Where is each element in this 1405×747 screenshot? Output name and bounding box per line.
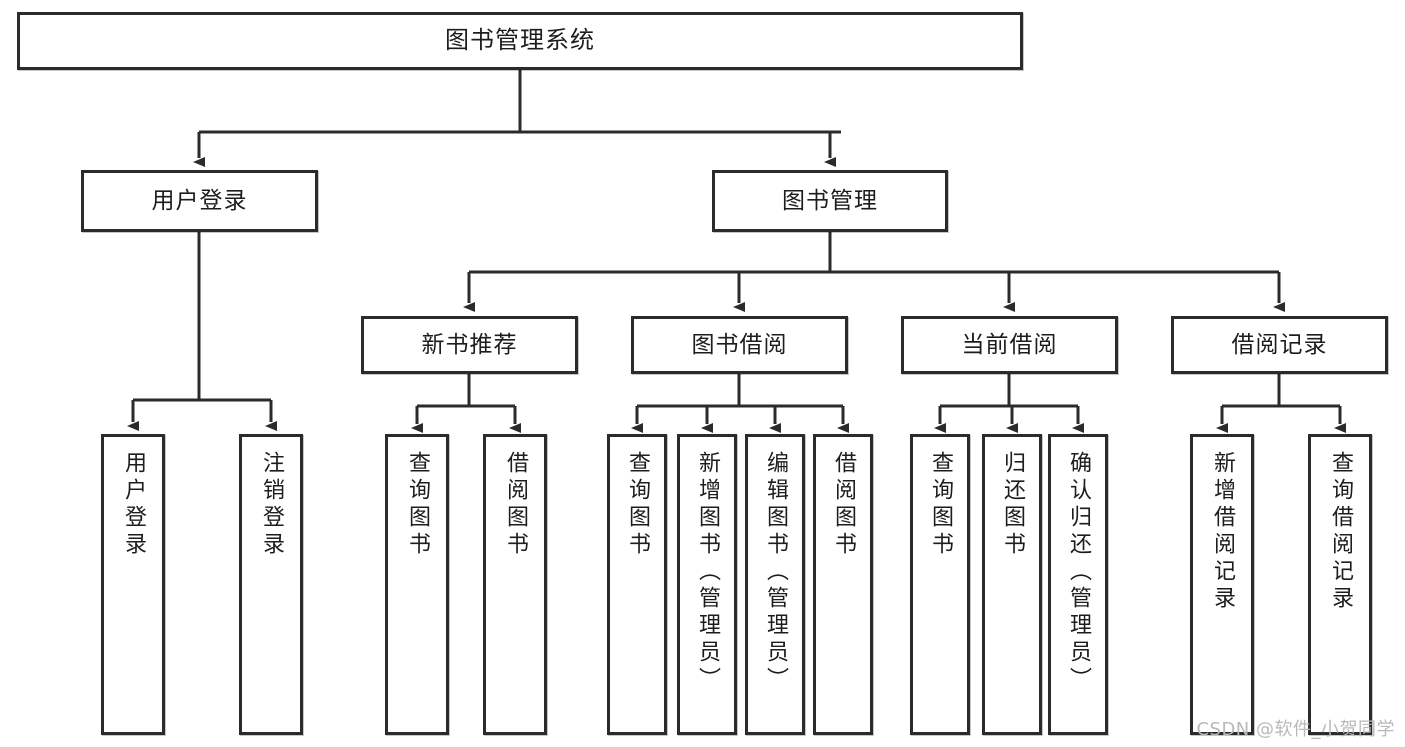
node-level3-new-book-recommend[interactable]: 新书推荐 bbox=[361, 316, 578, 374]
node-level3-borrow-record[interactable]: 借阅记录 bbox=[1171, 316, 1388, 374]
node-level2-user-login-label: 用户登录 bbox=[151, 187, 248, 214]
node-leaf-lend-book-label: 借阅图书 bbox=[831, 451, 856, 559]
node-root[interactable]: 图书管理系统 bbox=[17, 12, 1023, 70]
node-leaf-add-book-admin[interactable]: 新增图书（管理员） bbox=[677, 434, 737, 735]
node-leaf-borrow-book-newbook-label: 借阅图书 bbox=[503, 451, 528, 559]
node-level3-new-book-recommend-label: 新书推荐 bbox=[421, 331, 518, 358]
node-leaf-return-book[interactable]: 归还图书 bbox=[982, 434, 1042, 735]
node-leaf-query-borrow-record-label: 查询借阅记录 bbox=[1328, 451, 1353, 613]
node-level3-current-borrow-label: 当前借阅 bbox=[961, 331, 1058, 358]
node-level2-user-login[interactable]: 用户登录 bbox=[81, 170, 318, 232]
node-level3-book-borrow-label: 图书借阅 bbox=[691, 331, 788, 358]
node-leaf-query-borrow-record[interactable]: 查询借阅记录 bbox=[1308, 434, 1372, 735]
node-leaf-user-login[interactable]: 用户登录 bbox=[101, 434, 165, 735]
watermark-text: CSDN @软件_小贺同学 bbox=[1196, 719, 1395, 740]
node-level3-current-borrow[interactable]: 当前借阅 bbox=[901, 316, 1118, 374]
node-leaf-add-borrow-record[interactable]: 新增借阅记录 bbox=[1190, 434, 1254, 735]
node-leaf-confirm-return-admin[interactable]: 确认归还（管理员） bbox=[1048, 434, 1108, 735]
node-level2-book-management-label: 图书管理 bbox=[782, 187, 878, 214]
node-leaf-query-book-newbook[interactable]: 查询图书 bbox=[385, 434, 449, 735]
node-leaf-edit-book-admin-label: 编辑图书（管理员） bbox=[763, 451, 788, 694]
node-leaf-lend-book[interactable]: 借阅图书 bbox=[813, 434, 873, 735]
node-root-label: 图书管理系统 bbox=[445, 26, 595, 55]
node-level3-book-borrow[interactable]: 图书借阅 bbox=[631, 316, 848, 374]
node-leaf-borrow-book-newbook[interactable]: 借阅图书 bbox=[483, 434, 547, 735]
node-leaf-edit-book-admin[interactable]: 编辑图书（管理员） bbox=[745, 434, 805, 735]
node-leaf-query-book-borrow-label: 查询图书 bbox=[625, 451, 650, 559]
node-leaf-return-book-label: 归还图书 bbox=[1000, 451, 1025, 559]
node-leaf-query-book-current-label: 查询图书 bbox=[928, 451, 953, 559]
node-leaf-query-book-newbook-label: 查询图书 bbox=[405, 451, 430, 559]
node-leaf-add-borrow-record-label: 新增借阅记录 bbox=[1210, 451, 1235, 613]
node-level2-book-management[interactable]: 图书管理 bbox=[712, 170, 948, 232]
node-level3-borrow-record-label: 借阅记录 bbox=[1231, 331, 1328, 358]
node-leaf-add-book-admin-label: 新增图书（管理员） bbox=[695, 451, 720, 694]
node-leaf-logout-label: 注销登录 bbox=[259, 451, 284, 559]
node-leaf-query-book-current[interactable]: 查询图书 bbox=[910, 434, 970, 735]
node-leaf-logout[interactable]: 注销登录 bbox=[239, 434, 303, 735]
node-leaf-confirm-return-admin-label: 确认归还（管理员） bbox=[1066, 451, 1091, 694]
node-leaf-query-book-borrow[interactable]: 查询图书 bbox=[607, 434, 667, 735]
node-leaf-user-login-label: 用户登录 bbox=[121, 451, 146, 559]
